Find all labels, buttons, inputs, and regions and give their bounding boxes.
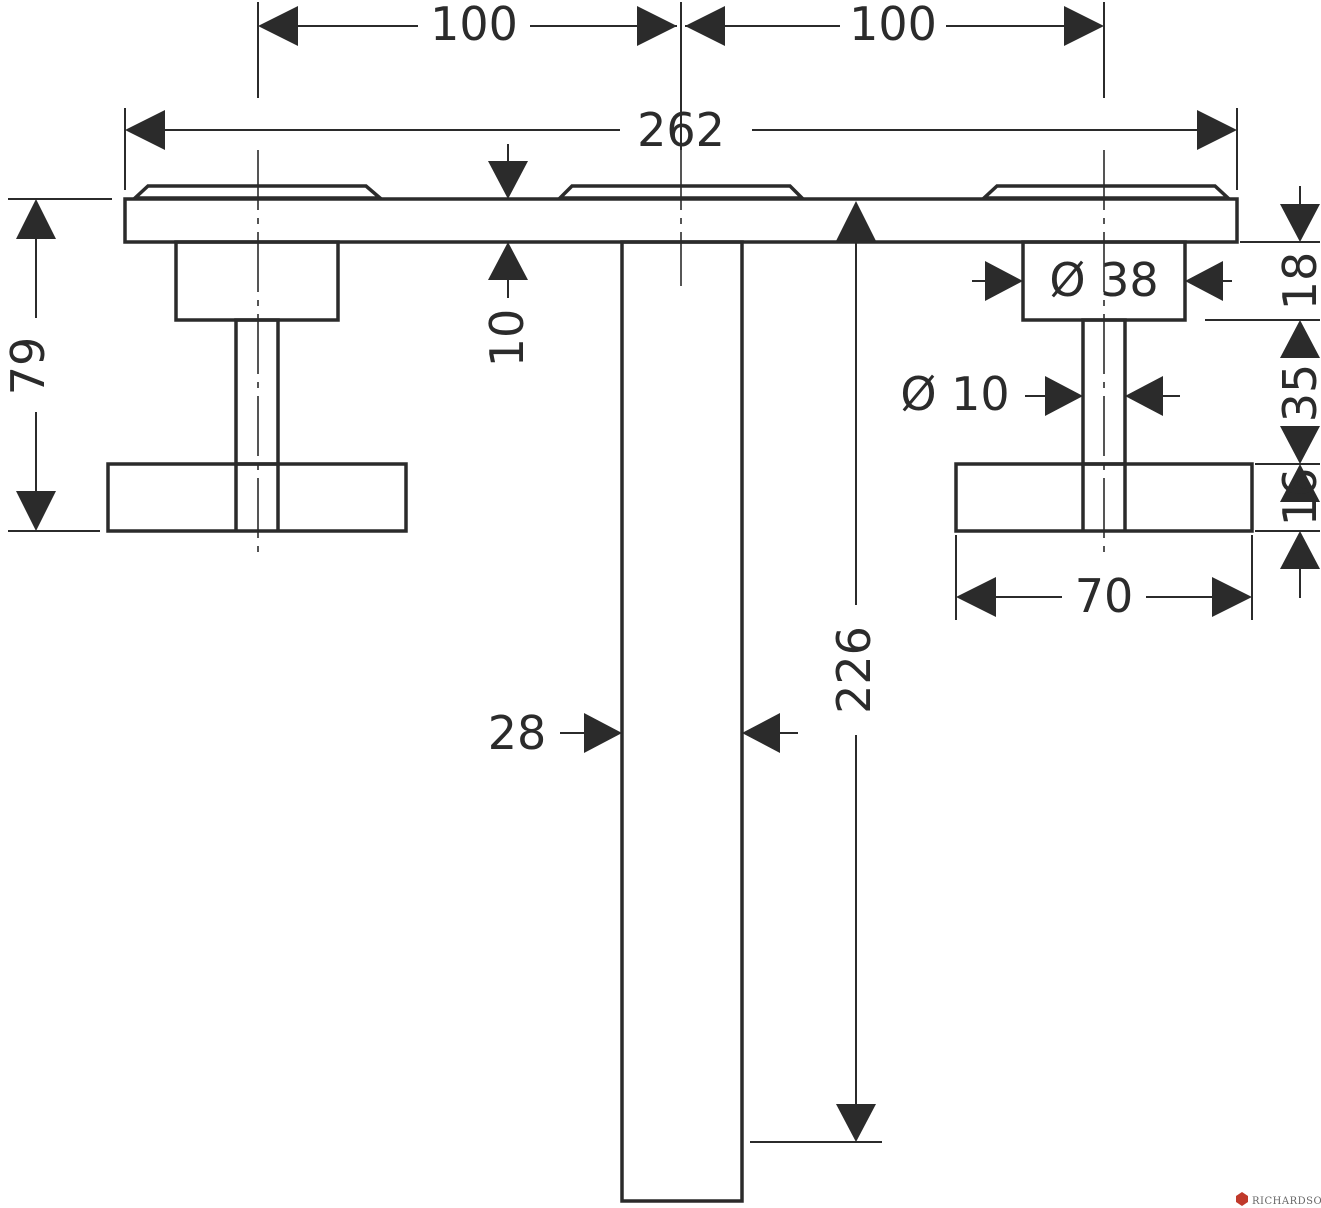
watermark-text: RICHARDSON — [1252, 1196, 1321, 1207]
left-escutcheon — [174, 240, 340, 322]
left-cap — [130, 184, 385, 200]
center-lines — [257, 150, 1105, 552]
faucet-body — [106, 184, 1254, 1203]
dimension-labels: 100 100 262 10 79 28 226 Ø 38 Ø 10 18 35… — [1, 0, 1321, 760]
dim-label-plate-thickness: 10 — [480, 309, 534, 368]
dim-label-escutcheon-height: 18 — [1273, 252, 1321, 311]
dim-label-overall-width: 262 — [637, 103, 725, 157]
left-stem — [234, 318, 280, 466]
dim-label-handle-width: 70 — [1075, 569, 1134, 623]
dim-label-spout-width: 28 — [488, 706, 547, 760]
dim-label-overall-height: 79 — [1, 337, 55, 396]
watermark-logo-icon — [1236, 1192, 1248, 1206]
dim-label-handle-height: 16 — [1273, 468, 1321, 527]
dim-label-spacing-right: 100 — [849, 0, 937, 51]
dim-label-escutcheon-diameter: Ø 38 — [1049, 253, 1158, 307]
dim-label-stem-diameter: Ø 10 — [900, 367, 1009, 421]
dim-label-stem-height: 35 — [1273, 364, 1321, 423]
dim-label-spacing-left: 100 — [430, 0, 518, 51]
left-handle — [106, 462, 408, 533]
dim-label-spout-length: 226 — [827, 626, 881, 714]
right-cap — [979, 184, 1233, 200]
watermark: RICHARDSON — [1236, 1192, 1321, 1207]
spout — [620, 240, 744, 1203]
center-cap — [555, 184, 807, 200]
dimension-lines — [8, 2, 1320, 1143]
